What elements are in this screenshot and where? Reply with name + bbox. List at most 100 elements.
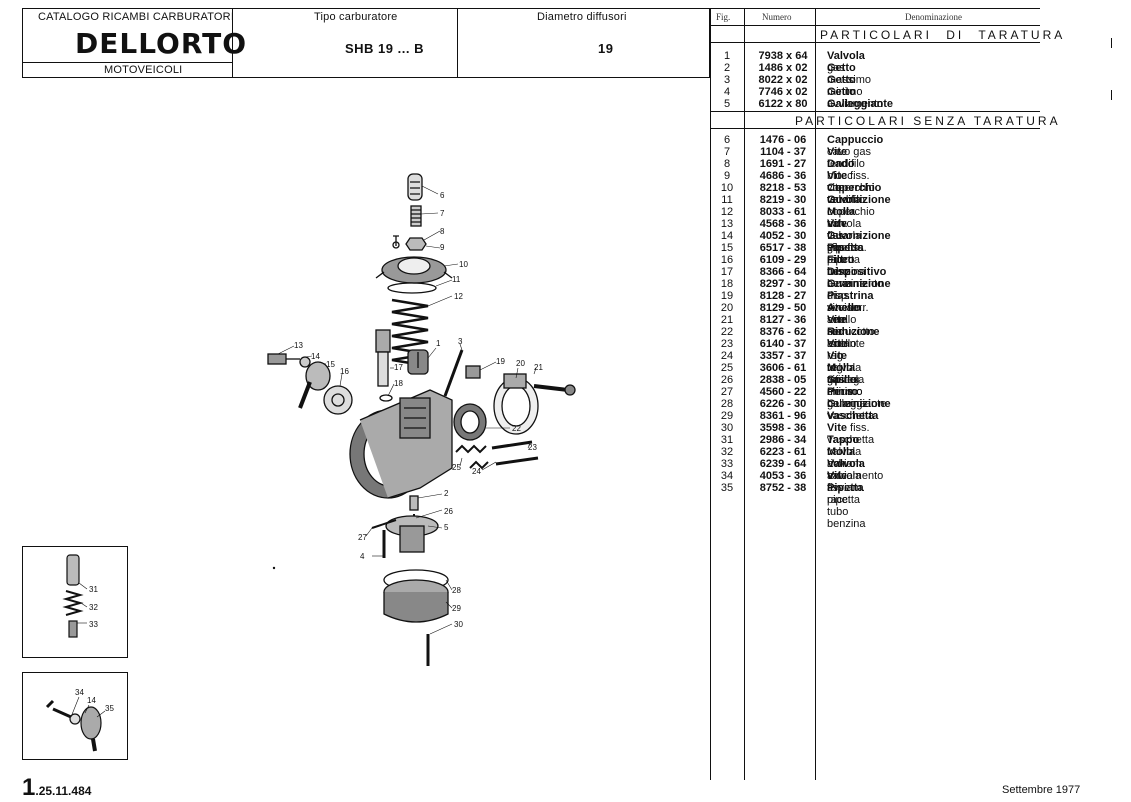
- row-denomination: Piastrina vite serr. anello: [827, 290, 873, 326]
- row-number: 8022 x 02: [758, 74, 808, 86]
- row-denomination: Vite tendifilo: [827, 146, 865, 170]
- row-fig: 23: [720, 338, 734, 350]
- section-2-line: [710, 128, 1040, 129]
- callout-label: 10: [459, 260, 468, 269]
- table-top-border: [710, 8, 1040, 9]
- row-denomination: Spillo chius. benzina: [827, 374, 866, 410]
- row-denomination-detail: isolante: [827, 338, 865, 350]
- publication-date: Settembre 1977: [1002, 784, 1081, 796]
- callout-label: 12: [454, 292, 463, 301]
- row-denomination: Vite fiss. pipetta: [827, 470, 860, 506]
- row-denomination-main: Vaschetta: [827, 410, 879, 422]
- cover-gasket-part: [387, 282, 437, 294]
- row-fig: 26: [720, 374, 734, 386]
- callout-label: 21: [534, 363, 543, 372]
- row-fig: 35: [720, 482, 734, 494]
- row-denomination: Perno galleggiante: [827, 386, 886, 410]
- row-number: 8361 - 96: [759, 410, 807, 422]
- starter-device-part: [375, 329, 391, 387]
- row-number: 7746 x 02: [758, 86, 808, 98]
- row-fig: 10: [720, 182, 734, 194]
- row-fig: 17: [720, 266, 734, 278]
- row-fig: 28: [720, 398, 734, 410]
- row-denomination-main: Dispositivo: [827, 266, 887, 278]
- row-denomination-main: Spillo: [827, 374, 857, 386]
- row-fig: 11: [721, 194, 733, 206]
- row-denomination: Dispositivo avviamento: [827, 266, 886, 290]
- row-denomination-main: Pipetta: [827, 482, 864, 494]
- row-denomination-detail: racc. tubo benzina: [827, 254, 866, 290]
- row-denomination-main: Guarnizione: [827, 398, 891, 410]
- margin-mark-1: [1111, 38, 1112, 48]
- callout-label: 32: [89, 603, 98, 612]
- callout-label: 2: [444, 489, 449, 498]
- row-denomination-main: Coperchio: [827, 182, 882, 194]
- row-denomination-main: Vite: [827, 218, 847, 230]
- callout-label: 31: [89, 585, 98, 594]
- row-number: 8033 - 61: [759, 206, 807, 218]
- diffuser-label: Diametro diffusori: [537, 11, 627, 23]
- row-denomination-main: Vite: [827, 338, 847, 350]
- table-num-divider: [815, 8, 816, 780]
- row-fig: 32: [720, 446, 734, 458]
- row-denomination-main: Getto: [827, 74, 856, 86]
- row-fig: 3: [723, 74, 731, 86]
- row-fig: 31: [720, 434, 734, 446]
- row-fig: 29: [720, 410, 734, 422]
- row-denomination-main: Pipetta: [827, 242, 864, 254]
- row-denomination-detail: gas: [827, 62, 845, 74]
- col-num-header: Numero: [762, 12, 792, 22]
- idle-jet-part: [443, 349, 464, 397]
- row-denomination: Vite serr. anello: [827, 314, 856, 350]
- callout-label: 14: [87, 696, 96, 705]
- category-label: MOTOVEICOLI: [104, 64, 183, 76]
- row-denomination-detail: vite serr. anello: [827, 302, 869, 326]
- row-fig: 7: [723, 146, 731, 158]
- row-number: 1104 - 37: [760, 146, 806, 158]
- margin-mark-2: [1111, 90, 1112, 100]
- row-fig: 8: [723, 158, 731, 170]
- row-denomination-detail: serr. manicotto: [827, 314, 875, 338]
- cable-cap-part: [407, 173, 423, 201]
- row-number: 8129 - 50: [759, 302, 807, 314]
- catalog-code-prefix: 1: [22, 774, 36, 801]
- row-fig: 22: [720, 326, 734, 338]
- callout-label: 3: [458, 337, 463, 346]
- row-denomination-detail: vaschetta: [827, 410, 875, 422]
- row-denomination: Coperchio valvola: [827, 182, 881, 206]
- row-denomination-detail: fiss. vaschetta: [827, 422, 875, 446]
- row-fig: 34: [720, 470, 734, 482]
- row-denomination-detail: valvola avviam.: [827, 446, 865, 470]
- callout-label: 6: [440, 191, 445, 200]
- row-number: 3606 - 61: [759, 362, 807, 374]
- row-fig: 5: [723, 98, 731, 110]
- row-denomination-detail: viti reg. minimo: [827, 374, 863, 398]
- header-bottom-line: [22, 77, 710, 78]
- throttle-valve-part: [407, 349, 429, 375]
- row-denomination-detail: fiss. coperchio valvola: [827, 170, 875, 206]
- row-denomination-main: Guarnizione: [827, 230, 891, 242]
- row-denomination-detail: reg. miscela minimo: [827, 362, 865, 398]
- row-denomination-detail: avviamento: [827, 278, 884, 290]
- starter-valve-inset-diagram: 31 32 33: [62, 554, 98, 638]
- row-denomination: Pipetta racc. tubo benzina: [827, 482, 866, 530]
- row-denomination-main: Cappuccio: [827, 134, 884, 146]
- float-part: [385, 515, 439, 553]
- row-fig: 33: [720, 458, 734, 470]
- row-denomination-detail: tendifilo: [827, 158, 865, 170]
- row-denomination-detail: coperchio valvola: [827, 206, 875, 230]
- type-value: SHB 19 ... B: [345, 41, 424, 56]
- row-number: 1691 - 27: [759, 158, 807, 170]
- row-denomination-main: Vite: [827, 146, 847, 158]
- callout-label: 22: [512, 424, 521, 433]
- row-number: 6239 - 64: [759, 458, 807, 470]
- catalog-code-rest: .25.11.484: [35, 784, 92, 798]
- row-denomination: Guarnizione vaschetta: [827, 398, 891, 422]
- row-denomination-detail: minimo: [827, 86, 863, 98]
- row-number: 8127 - 36: [759, 314, 807, 326]
- row-fig: 27: [720, 386, 734, 398]
- callout-label: 18: [394, 379, 403, 388]
- callout-label: 27: [358, 533, 367, 542]
- callout-label: 33: [89, 620, 98, 629]
